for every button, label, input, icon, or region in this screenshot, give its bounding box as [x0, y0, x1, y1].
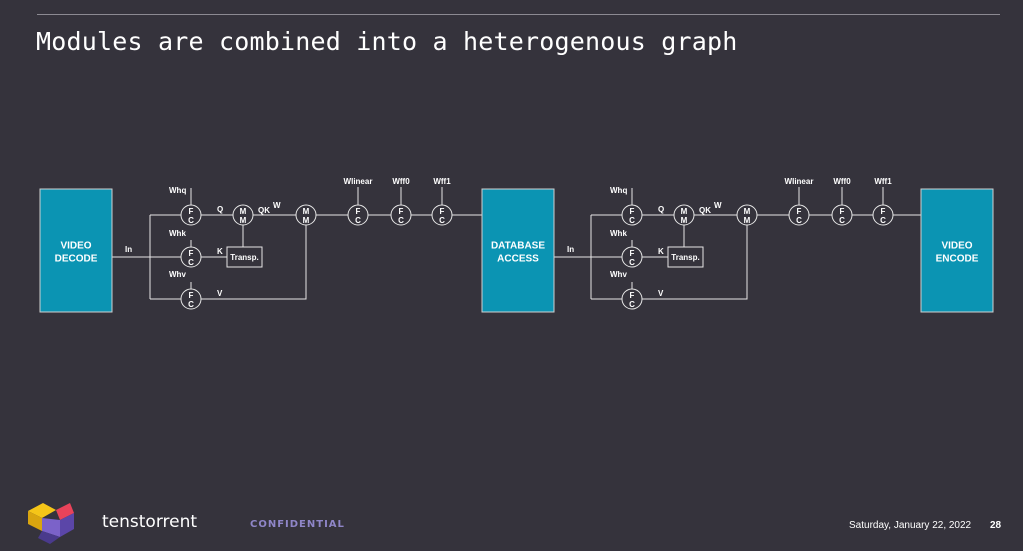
svg-text:C: C — [188, 258, 194, 267]
page-number: 28 — [990, 520, 1002, 531]
svg-text:F: F — [399, 207, 404, 216]
database-access-block: DATABASE ACCESS — [481, 188, 555, 313]
module-1-fc-k-node: FC — [180, 246, 202, 268]
module-1-whq-label: Whq — [169, 186, 186, 195]
svg-text:M: M — [744, 207, 751, 216]
module-1-k-label: K — [217, 247, 223, 256]
module-2-whq-label: Whq — [610, 186, 627, 195]
svg-text:C: C — [629, 258, 635, 267]
svg-text:C: C — [629, 216, 635, 225]
module-1-whv-label: Whv — [169, 270, 186, 279]
module-2-qk-label: QK — [699, 206, 711, 215]
slide-date: Saturday, January 22, 2022 — [849, 520, 972, 531]
tenstorrent-logo-icon — [28, 503, 74, 544]
top-rule — [37, 14, 1000, 15]
slide-title: Modules are combined into a heterogenous… — [36, 27, 738, 56]
module-2-fc-q-node: FC — [621, 204, 643, 226]
module-2-in-label: In — [567, 245, 574, 254]
svg-text:F: F — [356, 207, 361, 216]
module-1-wlinear-label: Wlinear — [344, 177, 373, 186]
svg-text:C: C — [188, 300, 194, 309]
module-2-mm-qk-node: MM — [673, 204, 695, 226]
module-2-fc-ff0-node: FC — [831, 204, 853, 226]
svg-text:F: F — [797, 207, 802, 216]
svg-text:M: M — [681, 207, 688, 216]
module-1-w-superscript-label: W — [273, 201, 281, 210]
svg-text:ACCESS: ACCESS — [497, 254, 539, 265]
module-1-mm-v-node: MM — [295, 204, 317, 226]
module-2-mm-v-node: MM — [736, 204, 758, 226]
module-2-k-label: K — [658, 247, 664, 256]
svg-text:C: C — [796, 216, 802, 225]
module-2-wff0-label: Wff0 — [833, 177, 851, 186]
module-2-whv-label: Whv — [610, 270, 627, 279]
module-2-fc-linear-node: FC — [788, 204, 810, 226]
svg-text:F: F — [440, 207, 445, 216]
svg-text:C: C — [629, 300, 635, 309]
svg-text:VIDEO: VIDEO — [60, 241, 91, 252]
svg-text:M: M — [240, 207, 247, 216]
svg-text:F: F — [189, 249, 194, 258]
module-1-v-label: V — [217, 289, 223, 298]
module-1-wff0-label: Wff0 — [392, 177, 410, 186]
module-2-whk-label: Whk — [610, 229, 627, 238]
svg-text:M: M — [681, 216, 688, 225]
svg-text:C: C — [188, 216, 194, 225]
svg-text:C: C — [355, 216, 361, 225]
svg-text:F: F — [630, 249, 635, 258]
svg-text:M: M — [303, 207, 310, 216]
svg-text:VIDEO: VIDEO — [941, 241, 972, 252]
svg-text:M: M — [303, 216, 310, 225]
svg-text:F: F — [630, 291, 635, 300]
module-1-fc-v-node: FC — [180, 288, 202, 310]
svg-text:Transp.: Transp. — [671, 253, 699, 262]
module-1-q-label: Q — [217, 205, 223, 214]
svg-text:F: F — [630, 207, 635, 216]
module-1-whk-label: Whk — [169, 229, 186, 238]
svg-text:C: C — [880, 216, 886, 225]
module-2-wff1-label: Wff1 — [874, 177, 892, 186]
module-1-fc-ff0-node: FC — [390, 204, 412, 226]
svg-text:C: C — [398, 216, 404, 225]
module-2-transpose-box: Transp. — [667, 246, 704, 268]
module-2-w-superscript-label: W — [714, 201, 722, 210]
module-2-fc-v-node: FC — [621, 288, 643, 310]
svg-text:Transp.: Transp. — [230, 253, 258, 262]
svg-text:F: F — [189, 291, 194, 300]
module-1-fc-q-node: FC — [180, 204, 202, 226]
svg-text:C: C — [839, 216, 845, 225]
svg-text:M: M — [240, 216, 247, 225]
video-encode-block: VIDEO ENCODE — [920, 188, 994, 313]
svg-text:M: M — [744, 216, 751, 225]
svg-text:F: F — [881, 207, 886, 216]
module-2-fc-k-node: FC — [621, 246, 643, 268]
svg-text:F: F — [840, 207, 845, 216]
svg-text:DECODE: DECODE — [55, 254, 98, 265]
module-2-fc-ff1-node: FC — [872, 204, 894, 226]
module-1-in-label: In — [125, 245, 132, 254]
module-2-q-label: Q — [658, 205, 664, 214]
module-1-fc-ff1-node: FC — [431, 204, 453, 226]
svg-text:C: C — [439, 216, 445, 225]
module-1-mm-qk-node: MM — [232, 204, 254, 226]
svg-text:F: F — [189, 207, 194, 216]
svg-text:ENCODE: ENCODE — [936, 254, 979, 265]
module-1-transpose-box: Transp. — [226, 246, 263, 268]
module-2-wlinear-label: Wlinear — [785, 177, 814, 186]
brand-name: tenstorrent — [102, 512, 198, 532]
video-decode-block: VIDEO DECODE — [39, 188, 113, 313]
confidential-label: CONFIDENTIAL — [250, 519, 345, 530]
module-1-wff1-label: Wff1 — [433, 177, 451, 186]
module-1-fc-linear-node: FC — [347, 204, 369, 226]
module-1-qk-label: QK — [258, 206, 270, 215]
svg-text:DATABASE: DATABASE — [491, 241, 545, 252]
module-2-v-label: V — [658, 289, 664, 298]
